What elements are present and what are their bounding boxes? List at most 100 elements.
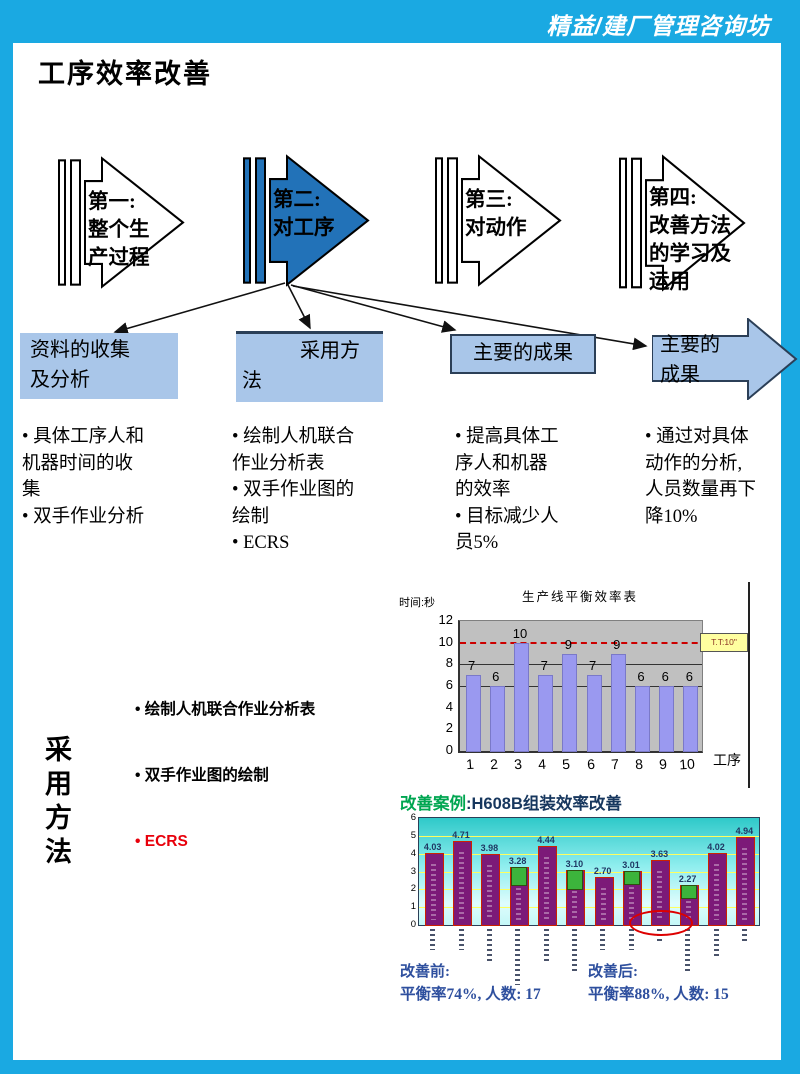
brand-slogan: 精益/建厂管理咨询坊 [546, 13, 770, 39]
branch-title-results-arrow: 主要的 成果 [652, 318, 798, 400]
gridline [460, 664, 702, 666]
summary-before: 改善前: 平衡率74%, 人数: 17 [400, 961, 541, 1007]
after-label: 改善后: [588, 964, 638, 980]
striped-arrow-icon [58, 156, 185, 289]
reduction-box [567, 869, 584, 891]
bullet-item: • 目标减少人员5% [455, 506, 559, 554]
red-ellipse-annotation [628, 910, 693, 936]
bar [562, 653, 578, 752]
x-label-vertical [486, 929, 492, 964]
y-tick-label: 12 [438, 612, 453, 627]
bar [586, 675, 602, 752]
branch-title-label: 主要的 成果 [660, 334, 720, 386]
page-title: 工序效率改善 [38, 59, 212, 89]
y-tick-label: 0 [410, 919, 416, 930]
bar-value-label: 7 [588, 658, 597, 674]
bar-value-label: 7 [467, 658, 476, 674]
reduction-box [624, 871, 640, 886]
bar-value-label: 9 [564, 636, 572, 652]
bullets-results-2: • 通过对具体动作的分析,人员数量再下降10% [645, 424, 759, 530]
before-value: 平衡率74%, 人数: 17 [400, 986, 541, 1003]
method-bullet: • 双手作业图的绘制 [135, 767, 269, 784]
frame-bottom [0, 1060, 800, 1074]
bar-value-label: 9 [613, 636, 621, 652]
bar [708, 853, 727, 926]
step-label: 第四: 改善方法 的学习及 运用 [649, 187, 731, 293]
method-bullet-list: • 绘制人机联合作业分析表• 双手作业图的绘制• ECRS [135, 700, 395, 898]
step-arrow-3: 第三: 对动作 [432, 148, 567, 293]
gridline [419, 835, 759, 837]
bar [538, 675, 554, 752]
bullet-item: • ECRS [232, 533, 290, 553]
method-bullet: • ECRS [135, 833, 188, 850]
bar-value-label: 3.63 [650, 849, 669, 860]
step-label: 第二: 对工序 [273, 189, 335, 239]
step-arrow-4: 第四: 改善方法 的学习及 运用 [616, 148, 751, 298]
y-tick-label: 0 [445, 742, 453, 757]
bar [683, 686, 699, 752]
y-tick-label: 4 [410, 847, 416, 859]
x-label-vertical [515, 929, 521, 985]
step-arrow-1: 第一: 整个生 产过程 [55, 150, 190, 295]
summary-after: 改善后: 平衡率88%, 人数: 15 [588, 961, 729, 1007]
chart-title: 生产线平衡效率表 [521, 590, 638, 604]
bar [424, 853, 444, 926]
case-study-title: 改善案例:H608B组装效率改善 [400, 790, 622, 814]
x-label-vertical [741, 929, 747, 943]
y-tick-label: 4 [445, 698, 453, 714]
bullets-data-collection: • 具体工序人和机器时间的收集• 双手作业分析 [22, 424, 148, 530]
x-label-vertical [430, 929, 436, 950]
y-tick-label: 3 [410, 865, 416, 877]
bullet-item: • 提高具体工序人和机器的效率 [455, 427, 559, 500]
vertical-divider [748, 582, 750, 788]
bar-value-label: 2.27 [678, 873, 697, 884]
y-tick-label: 10 [438, 633, 453, 649]
y-tick-label: 6 [445, 677, 453, 692]
before-label: 改善前: [400, 964, 450, 980]
gridline [419, 889, 759, 891]
after-value: 平衡率88%, 人数: 15 [588, 986, 729, 1003]
bar-value-label: 6 [637, 669, 645, 684]
branch-title-results: 主要的成果 [450, 334, 596, 374]
bullet-item: • 双手作业图的绘制 [232, 480, 355, 527]
y-tick-label: 8 [445, 655, 453, 671]
bar-value-label: 6 [661, 669, 669, 684]
step-arrow-2: 第二: 对工序 [240, 148, 375, 293]
gridline [460, 686, 702, 687]
reduction-box [680, 884, 697, 900]
x-label-vertical [458, 929, 464, 950]
x-tick-label: 1 [465, 755, 475, 773]
x-label-vertical [713, 929, 719, 957]
bar [489, 686, 505, 752]
x-label-vertical [571, 929, 577, 971]
bar [538, 845, 557, 926]
bullet-item: • 具体工序人和机器时间的收集 [22, 427, 145, 500]
striped-arrow-icon [619, 154, 746, 292]
bar-value-label: 4.02 [707, 842, 725, 853]
bar-value-label: 2.70 [593, 865, 612, 876]
bar [465, 675, 481, 752]
bar-value-label: 3.28 [508, 855, 527, 866]
x-label-vertical [600, 929, 606, 950]
takt-line [460, 641, 738, 644]
bar-value-label: 3.01 [622, 860, 640, 871]
bar [610, 653, 626, 752]
frame-right [781, 0, 800, 1074]
gridline [419, 853, 759, 855]
step-label: 第一: 整个生 产过程 [88, 191, 150, 269]
bar-value-label: 6 [685, 669, 693, 684]
x-tick-label: 7 [610, 755, 620, 773]
bar-value-label: 3.98 [480, 843, 499, 854]
bar-value-label: 4.03 [423, 842, 442, 853]
branch-title-method: 采用方 法 [236, 331, 383, 402]
case-title-green: 改善案例 [400, 795, 466, 813]
method-vertical-title: 采用方法 [45, 735, 72, 867]
bar [659, 686, 675, 752]
bar-value-label: 4.44 [537, 834, 555, 845]
bullet-item: • 通过对具体动作的分析,人员数量再下降10% [645, 427, 757, 527]
